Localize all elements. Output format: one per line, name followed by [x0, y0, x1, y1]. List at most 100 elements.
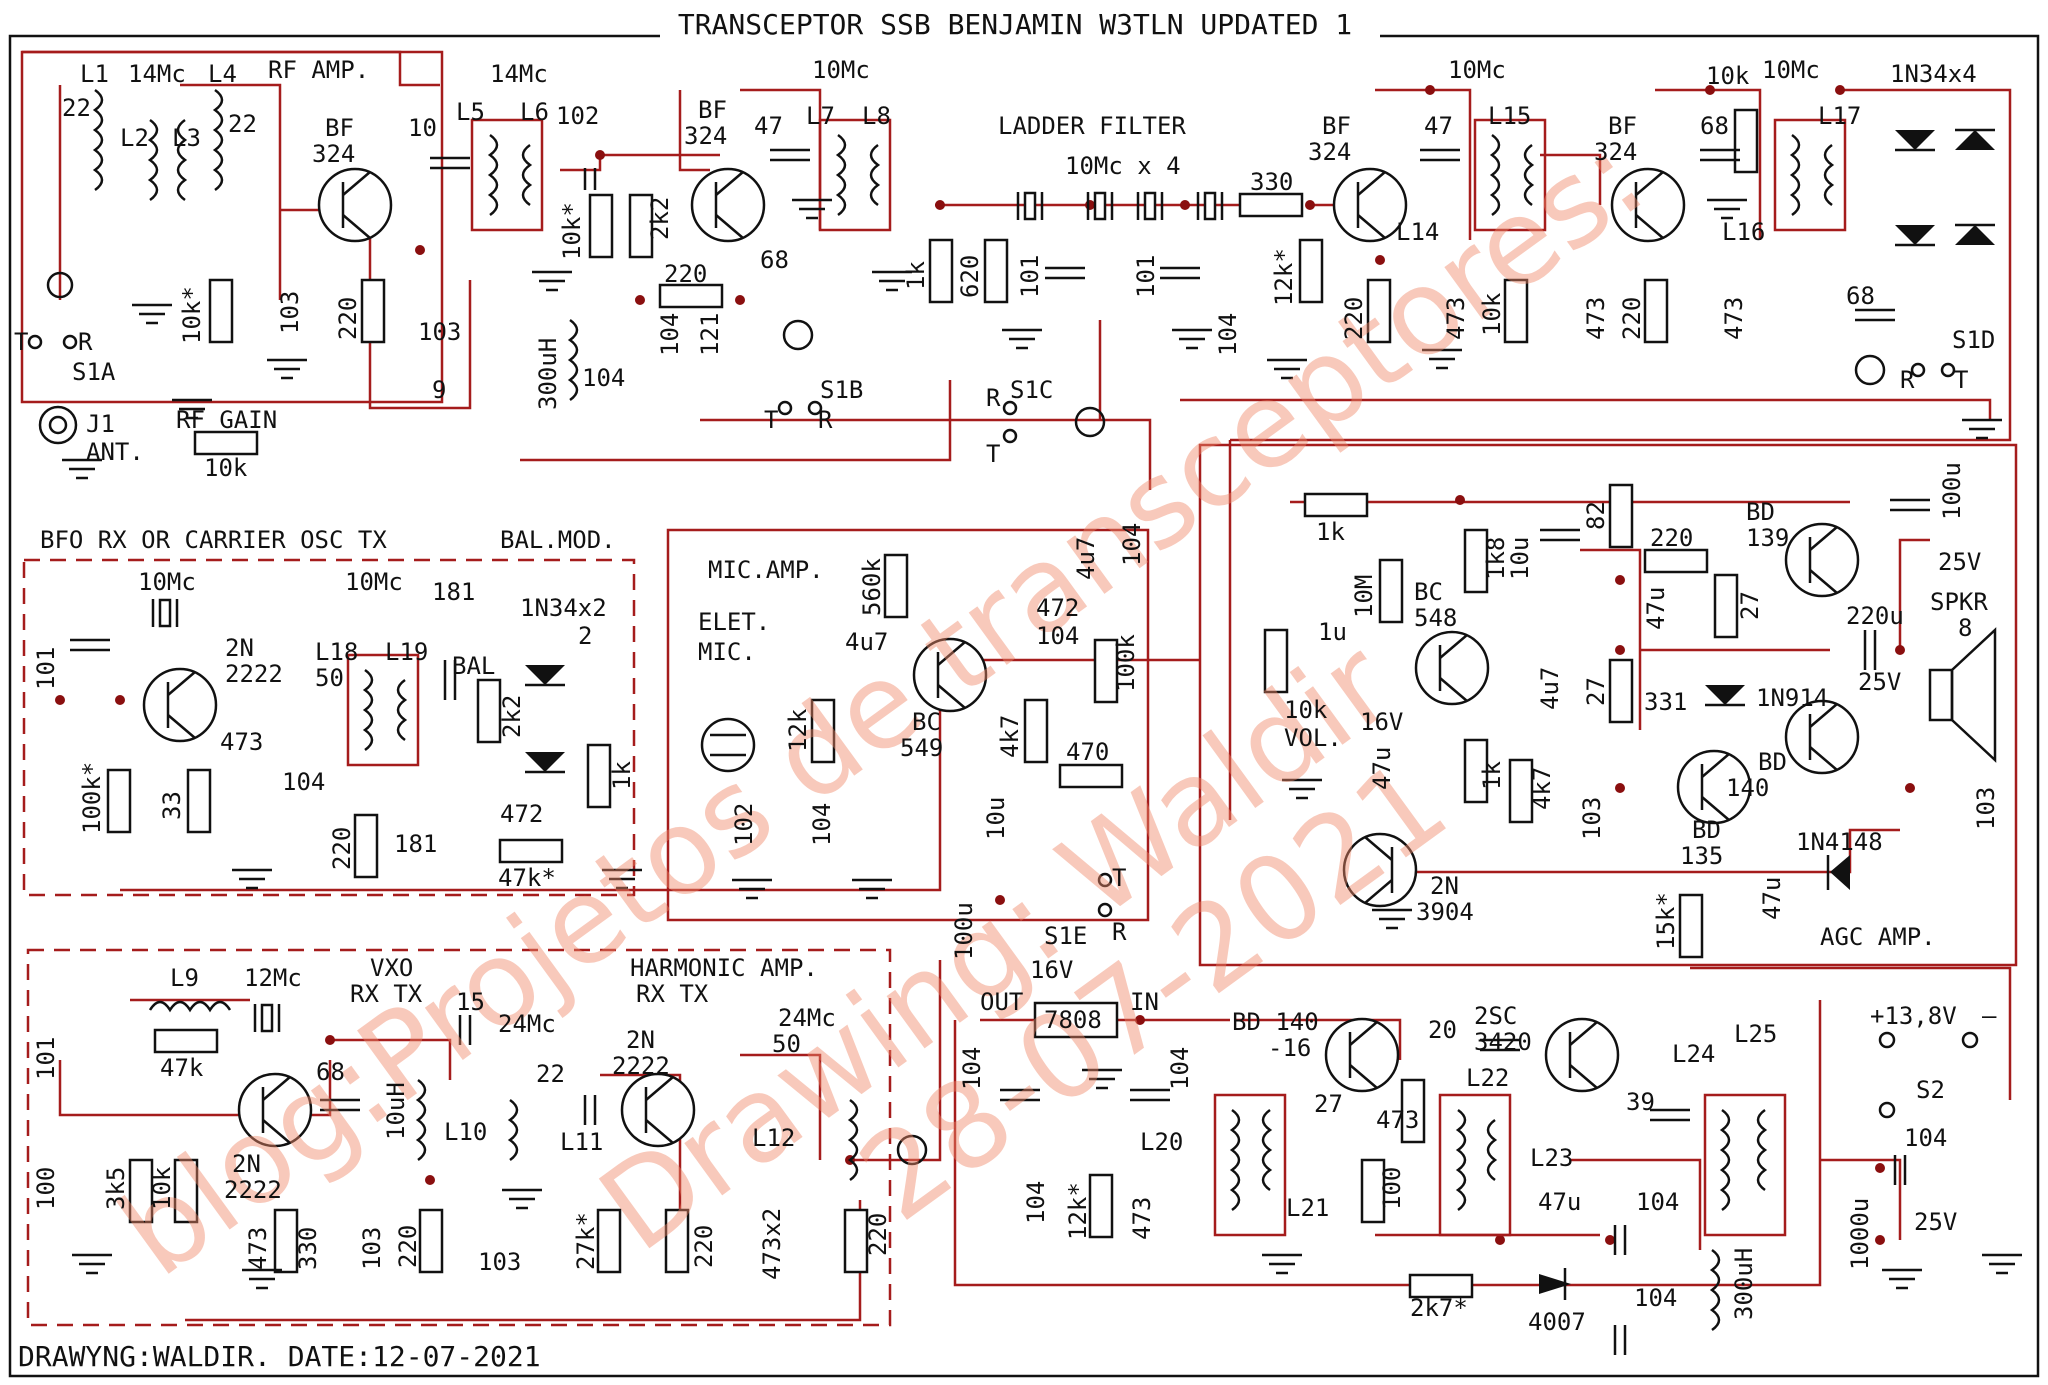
diode-1n914-icon	[1705, 685, 1745, 707]
label-r10ka: 10k	[1706, 62, 1750, 90]
label-l1: L1	[80, 60, 109, 88]
coil-l15-icon	[1523, 143, 1535, 207]
transistor-bd140-icon	[1784, 699, 1860, 775]
label-j1: J1	[86, 410, 115, 438]
label-r330b: 330	[294, 1227, 322, 1270]
label-l300a: 300uH	[534, 338, 562, 410]
label-s1c: S1C	[1010, 376, 1053, 404]
label-c20: 20	[1428, 1016, 1457, 1044]
coil-l9-icon	[148, 1000, 232, 1013]
transistor-bd139-icon	[1784, 522, 1860, 598]
transistor-q4-icon	[1610, 167, 1686, 243]
schematic-title: TRANSCEPTOR SSB BENJAMIN W3TLN UPDATED 1	[678, 8, 1352, 41]
label-c473e: 473	[244, 1227, 272, 1270]
resistor-473f-icon	[1400, 1078, 1426, 1144]
label-c47ua: 47u	[1368, 747, 1396, 790]
caption-vxo: VXO	[370, 954, 413, 982]
label-c181b: 181	[394, 830, 437, 858]
label-l19: L19	[385, 638, 428, 666]
label-c22c: 22	[536, 1060, 565, 1088]
label-d1n4148: 1N4148	[1796, 828, 1883, 856]
label-l17: L17	[1818, 102, 1861, 130]
transformer-l16l17-box	[1773, 118, 1847, 232]
label-c47ub: 47u	[1642, 587, 1670, 630]
label-qbc548b: 548	[1414, 604, 1457, 632]
transformer-l20l21-box	[1213, 1093, 1287, 1237]
connector-s1b-icon	[782, 319, 814, 351]
section-audio-box	[1198, 443, 2018, 967]
label-c10: 10	[408, 114, 437, 142]
label-qbd140d: -16	[1268, 1034, 1311, 1062]
label-qbd140c: BD 140	[1232, 1008, 1319, 1036]
crystals	[151, 191, 1224, 1033]
caption-supply-neg: —	[1982, 1002, 1997, 1030]
label-r473f: 473	[1376, 1106, 1419, 1134]
section-bfo-box	[22, 558, 636, 897]
label-r27kstar: 27k*	[572, 1212, 600, 1270]
resistor-10kstar2-icon	[588, 193, 614, 259]
label-r220i: 220	[864, 1213, 892, 1256]
label-l8: L8	[862, 102, 891, 130]
label-v25a: 25V	[1938, 548, 1981, 576]
label-v16a: 16V	[1360, 708, 1403, 736]
label-rfgain-val: 10k	[204, 454, 248, 482]
label-l10uh: 10uH	[382, 1082, 410, 1140]
label-c68c: 68	[1846, 282, 1875, 310]
diode-4007-icon	[1539, 1268, 1571, 1300]
diode-bal-b-icon	[525, 752, 565, 774]
diode-1n34-a-icon	[1895, 130, 1935, 152]
resistor-1kd-icon	[1463, 738, 1489, 804]
label-reg: 7808	[1044, 1006, 1102, 1034]
label-l47k: 47k	[160, 1054, 204, 1082]
label-l3: L3	[172, 124, 201, 152]
label-bf2n: 324	[684, 122, 727, 150]
label-r473g: 473	[1128, 1197, 1156, 1240]
coil-l23-icon	[1486, 1118, 1498, 1182]
label-l23: L23	[1530, 1144, 1573, 1172]
label-c27: 27	[1314, 1090, 1343, 1118]
label-c104c: 104	[1214, 313, 1242, 356]
coil-l22-icon	[1455, 1108, 1467, 1212]
label-l15: L15	[1488, 102, 1531, 130]
crystal-ladder-1-icon	[1016, 191, 1044, 221]
resistor-12kstar-icon	[1298, 238, 1324, 304]
label-q2sc2: 3420	[1474, 1028, 1532, 1056]
label-r33: 33	[158, 791, 186, 820]
label-c472a: 472	[500, 800, 543, 828]
label-c47uc: 47u	[1758, 877, 1786, 920]
label-c103f: 103	[478, 1248, 521, 1276]
caption-harmonic: HARMONIC AMP.	[630, 954, 818, 982]
label-l2: L2	[120, 124, 149, 152]
resistor-100b-icon	[1360, 1158, 1386, 1224]
label-r12kstar: 12k*	[1270, 248, 1298, 306]
watermark: blog:Projetos de transceptores: Drawing:…	[95, 107, 1668, 1302]
label-r2k2b: 2k2	[498, 695, 526, 738]
label-c104j: 104	[1022, 1181, 1050, 1224]
label-v25b: 25V	[1858, 668, 1901, 696]
switch-contact-s1a-t-icon	[27, 334, 43, 350]
caption-mic: MIC.	[698, 638, 756, 666]
label-c1000u: 1000u	[1846, 1198, 1874, 1270]
transistor-bc549-icon	[912, 637, 988, 713]
coil-300uh-a-icon	[567, 318, 579, 402]
label-q3904b: 3904	[1416, 898, 1474, 926]
speaker-icon	[1928, 627, 1997, 763]
label-l12: L12	[752, 1124, 795, 1152]
label-c103e: 103	[358, 1227, 386, 1270]
label-r-s1c: R	[986, 384, 1001, 412]
label-bf3: BF	[1322, 112, 1351, 140]
label-mc10d: 10Mc	[138, 568, 196, 596]
resistor-10ka-icon	[1733, 108, 1759, 174]
coil-l11-icon	[507, 1098, 519, 1162]
label-c103c: 103	[1578, 797, 1606, 840]
label-c104h: 104	[958, 1047, 986, 1090]
label-c102a: 102	[556, 102, 599, 130]
coil-l19-icon	[396, 678, 408, 742]
label-c1u: 1u	[1318, 618, 1347, 646]
resistor-220i-icon	[843, 1208, 869, 1274]
label-r100kstar: 100k*	[78, 762, 106, 834]
label-bal: BAL	[452, 652, 495, 680]
label-r1kd: 1k	[1478, 761, 1506, 790]
coil-l24-icon	[1719, 1108, 1731, 1212]
label-c100ub: 100u	[950, 902, 978, 960]
